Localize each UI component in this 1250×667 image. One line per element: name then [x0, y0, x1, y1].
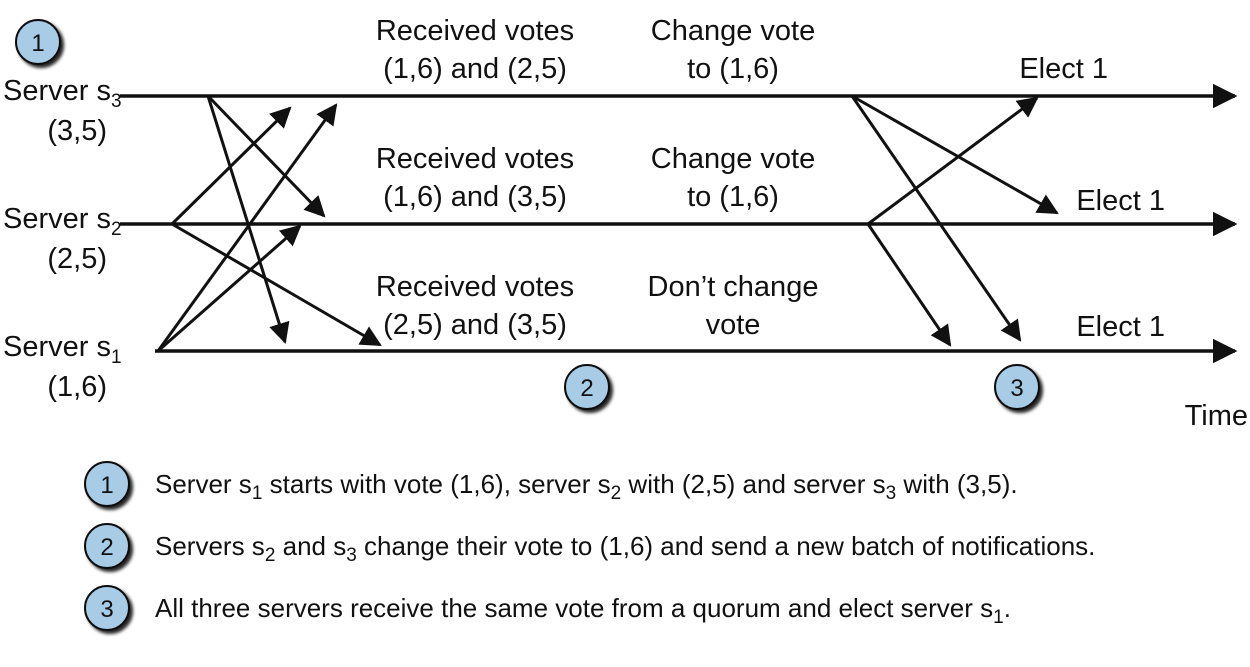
- message-arrow: [867, 96, 1039, 226]
- svg-text:2: 2: [100, 534, 113, 561]
- server-vote-s2: (2,5): [47, 243, 107, 275]
- server-label-s3: Server s3 (3,5): [3, 75, 122, 147]
- svg-text:2: 2: [580, 375, 593, 402]
- message-arrow: [850, 95, 1022, 342]
- step-marker-3: 3: [994, 364, 1040, 410]
- received-votes-s2: Received votes(1,6) and (3,5): [376, 143, 574, 213]
- svg-text:3: 3: [1010, 375, 1023, 402]
- server-label-s1: Server s1 (1,6): [3, 331, 122, 403]
- message-arrow: [171, 222, 382, 347]
- message-arrow: [206, 94, 326, 218]
- legend-item-2: 2 Servers s2 and s3 change their vote to…: [84, 523, 1095, 569]
- received-votes-s1: Received votes(2,5) and (3,5): [376, 271, 574, 341]
- legend-text-2: Servers s2 and s3 change their vote to (…: [155, 531, 1095, 566]
- elect-label-s1: Elect 1: [1076, 311, 1165, 343]
- time-axis-label: Time: [1185, 400, 1248, 432]
- legend-item-3: 3 All three servers receive the same vot…: [84, 585, 1011, 631]
- received-votes-s3: Received votes(1,6) and (2,5): [376, 15, 574, 85]
- server-label-s2: Server s2 (2,5): [3, 203, 122, 275]
- svg-text:3: 3: [100, 596, 113, 623]
- server-vote-s3: (3,5): [47, 115, 107, 147]
- elect-label-s2: Elect 1: [1076, 185, 1165, 217]
- elect-label-s3: Elect 1: [1019, 53, 1108, 85]
- legend-text-3: All three servers receive the same vote …: [155, 593, 1011, 628]
- message-arrow: [157, 224, 302, 353]
- message-arrow: [156, 103, 338, 352]
- message-arrow: [851, 94, 1059, 215]
- legend-item-1: 1 Server s1 starts with vote (1,6), serv…: [84, 461, 1018, 507]
- message-arrow: [866, 223, 952, 347]
- svg-text:1: 1: [31, 30, 44, 57]
- server-vote-s1: (1,6): [47, 371, 107, 403]
- svg-text:Server s3: Server s3: [3, 75, 122, 112]
- svg-text:Server s2: Server s2: [3, 203, 122, 240]
- svg-text:1: 1: [100, 472, 113, 499]
- svg-text:Server s1: Server s1: [3, 331, 122, 368]
- message-arrow: [206, 95, 290, 345]
- step-marker-1: 1: [15, 19, 61, 65]
- legend-text-1: Server s1 starts with vote (1,6), server…: [155, 469, 1018, 504]
- message-arrow: [170, 106, 292, 226]
- step-marker-2: 2: [564, 364, 610, 410]
